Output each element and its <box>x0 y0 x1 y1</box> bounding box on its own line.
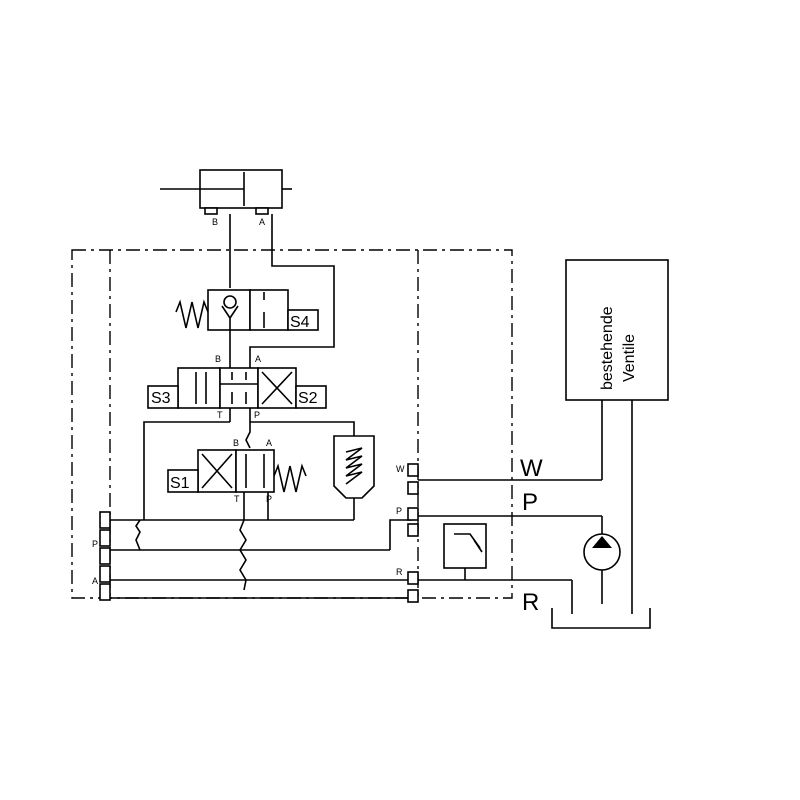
s3s2-left-block <box>177 367 221 409</box>
s4-right-block <box>249 289 289 331</box>
pump <box>583 533 621 571</box>
block-port-w-label: W <box>396 464 405 474</box>
s3s2-port-a-label: A <box>255 354 261 364</box>
block-port-r-label: R <box>396 567 403 577</box>
s4-solenoid <box>287 309 319 331</box>
s3-solenoid <box>147 385 179 409</box>
existing-valves-line2: Ventile <box>621 334 638 382</box>
cylinder-port-a <box>255 207 269 215</box>
external-lines <box>418 400 633 614</box>
external-label-w: W <box>520 455 543 482</box>
existing-valves-box: bestehende Ventile <box>565 259 669 401</box>
s1-port-t-label: T <box>234 494 240 504</box>
s1-right-block <box>235 449 275 493</box>
pressure-relief-valve <box>443 523 487 580</box>
s3s2-port-b-label: B <box>215 354 221 364</box>
tank <box>551 608 651 629</box>
s4-label: S4 <box>290 314 310 331</box>
s2-solenoid <box>295 385 327 409</box>
cylinder-port-b-label: B <box>212 217 218 227</box>
s1-port-a-label: A <box>266 438 272 448</box>
block-port-p-label: P <box>396 506 402 516</box>
s2-label: S2 <box>298 390 318 407</box>
hydraulic-cylinder: B A <box>160 169 292 227</box>
s4-spring-icon <box>175 299 209 329</box>
external-label-r: R <box>522 589 539 616</box>
cylinder-lines <box>229 214 335 368</box>
valve-s3-s2: S3 S2 B A T P <box>147 354 327 420</box>
left-port-a-label: A <box>92 576 98 586</box>
s3s2-port-p-label: P <box>254 410 260 420</box>
s3-label: S3 <box>151 390 171 407</box>
existing-valves-line1: bestehende <box>599 306 616 390</box>
s1-port-b-label: B <box>233 438 239 448</box>
s1-port-p-label: P <box>266 494 272 504</box>
s1-label: S1 <box>170 475 190 492</box>
s3s2-center-block <box>219 367 259 409</box>
pump-arrow-icon <box>592 536 612 548</box>
valve-s1: S1 B A T P <box>167 438 307 504</box>
s1-spring-icon <box>273 463 307 493</box>
s4-left-block <box>207 289 251 331</box>
s3s2-port-t-label: T <box>217 410 223 420</box>
accumulator-spring-icon <box>345 447 363 485</box>
cylinder-port-b <box>204 207 218 215</box>
left-port-p-label: P <box>92 539 98 549</box>
pump-circle <box>583 533 621 571</box>
valve-s4: S4 <box>175 289 319 331</box>
internal-lines-lower <box>100 492 412 599</box>
left-manifold-ports: P A <box>92 511 111 601</box>
internal-lines-upper <box>143 408 355 520</box>
cylinder-port-a-label: A <box>259 217 265 227</box>
check-ball-icon <box>223 295 237 309</box>
s1-solenoid <box>167 469 199 493</box>
accumulator <box>333 435 375 520</box>
right-block-ports: W P R <box>396 463 419 603</box>
external-label-p: P <box>522 489 538 516</box>
